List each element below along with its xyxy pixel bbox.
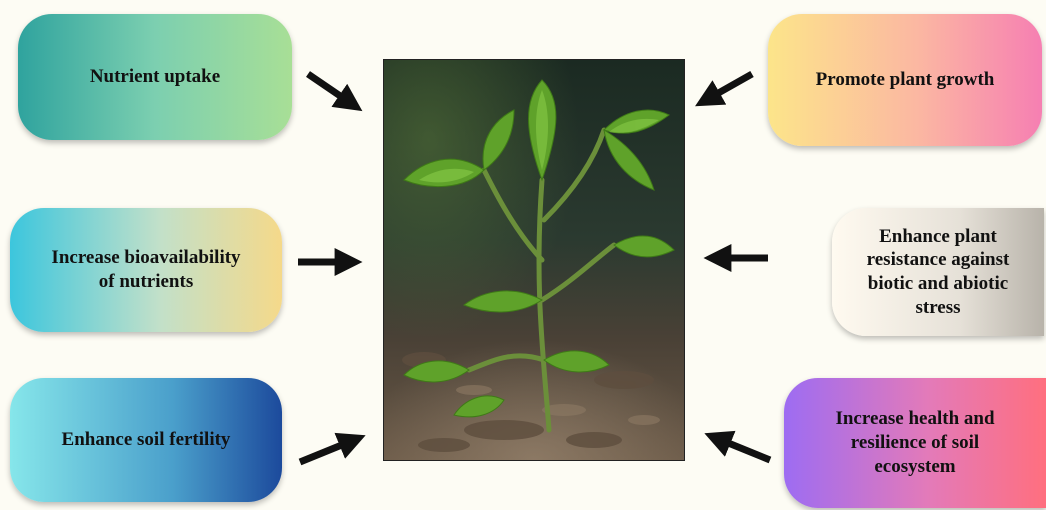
arrow-top-left <box>308 74 352 104</box>
plant-growth-label: Promote plant growth <box>816 68 995 92</box>
plant-growth-box: Promote plant growth <box>768 14 1042 146</box>
plant-illustration <box>384 60 684 460</box>
nutrient-uptake-box: Nutrient uptake <box>18 14 292 140</box>
bioavailability-label: Increase bioavailability of nutrients <box>51 246 240 294</box>
stress-resistance-box: Enhance plant resistance against biotic … <box>832 208 1044 336</box>
arrow-top-right <box>706 74 752 100</box>
soil-ecosystem-box: Increase health and resilience of soil e… <box>784 378 1046 508</box>
soil-ecosystem-label: Increase health and resilience of soil e… <box>835 407 994 478</box>
soil-fertility-box: Enhance soil fertility <box>10 378 282 502</box>
nutrient-uptake-label: Nutrient uptake <box>90 65 220 89</box>
soil-fertility-label: Enhance soil fertility <box>62 428 231 452</box>
bioavailability-box: Increase bioavailability of nutrients <box>10 208 282 332</box>
arrow-bottom-right <box>716 438 770 460</box>
plant-seedling-photo <box>384 60 684 460</box>
arrow-bottom-left <box>300 440 354 462</box>
stress-resistance-label: Enhance plant resistance against biotic … <box>846 225 1030 320</box>
